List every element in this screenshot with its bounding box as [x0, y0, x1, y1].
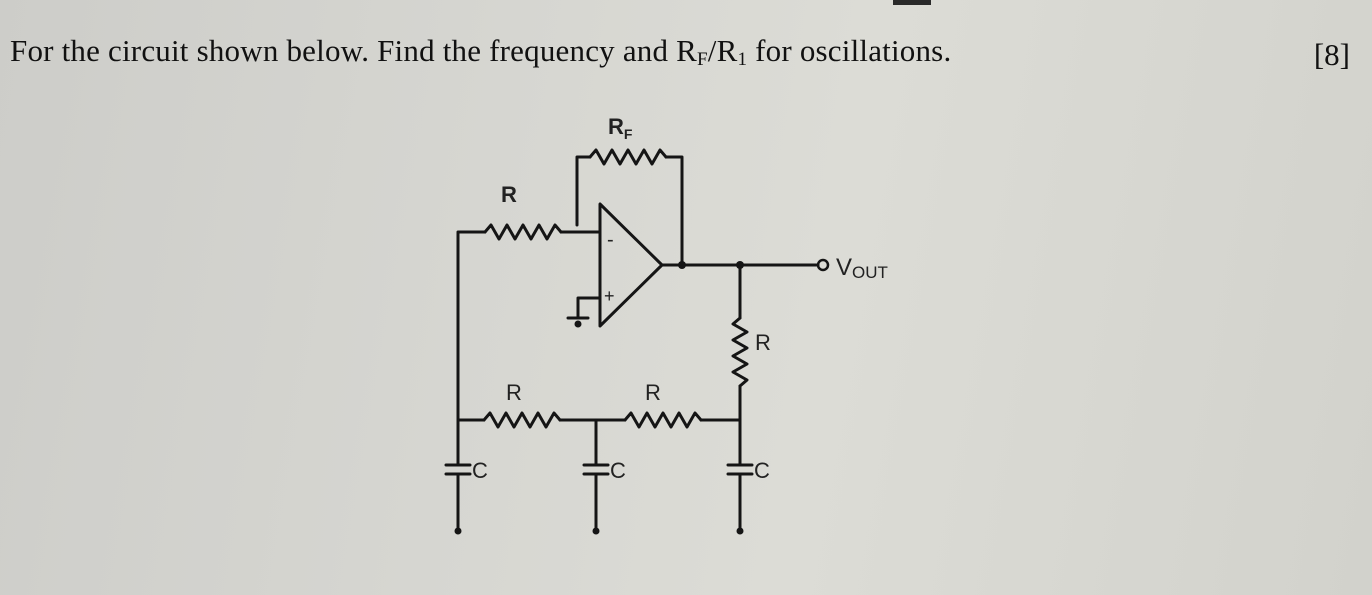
input-wire-left: [456, 230, 487, 422]
plus-input-wire: [576, 296, 602, 320]
question-text: For the circuit shown below. Find the fr…: [10, 33, 951, 71]
opamp-minus-sign: -: [607, 229, 614, 251]
vout-terminal: [816, 258, 830, 272]
question-sub-1: 1: [737, 49, 748, 70]
input-resistor-r: [483, 223, 563, 241]
rf-label: RF: [608, 114, 633, 142]
top-edge-mark: [893, 0, 931, 5]
c-left-label: C: [472, 458, 488, 483]
r-input-label: R: [501, 182, 517, 207]
feedback-wire-left: [575, 155, 592, 227]
question-sub-f: F: [697, 49, 708, 70]
vout-subscript: OUT: [852, 263, 888, 282]
opamp-triangle: [598, 202, 664, 328]
cap-right-ground: [736, 527, 744, 535]
cap-left-ground: [454, 527, 462, 535]
question-part-1: For the circuit shown below. Find the fr…: [10, 33, 697, 68]
question-part-2: /R: [707, 33, 738, 68]
c-right-label: C: [754, 458, 770, 483]
question-part-3: for oscillations.: [747, 33, 952, 68]
marks-label: [8]: [1313, 37, 1350, 72]
rf-subscript: F: [624, 126, 633, 142]
vout-label: VOUT: [836, 254, 888, 282]
cap-mid-ground: [592, 527, 600, 535]
ladder-resistor-left: [482, 411, 562, 429]
feedback-resistor-rf: [588, 148, 668, 166]
shunt-resistor-r: [731, 316, 749, 388]
r-bottom-right-label: R: [645, 380, 661, 405]
plus-ground-dot: [574, 320, 582, 328]
opamp-plus-sign: +: [604, 286, 615, 306]
r-bottom-left-label: R: [506, 380, 522, 405]
r-shunt-label: R: [755, 330, 771, 355]
ladder-resistor-right: [623, 411, 703, 429]
c-mid-label: C: [610, 458, 626, 483]
output-junction-dot: [678, 261, 686, 269]
feedback-wire-right: [664, 155, 684, 268]
